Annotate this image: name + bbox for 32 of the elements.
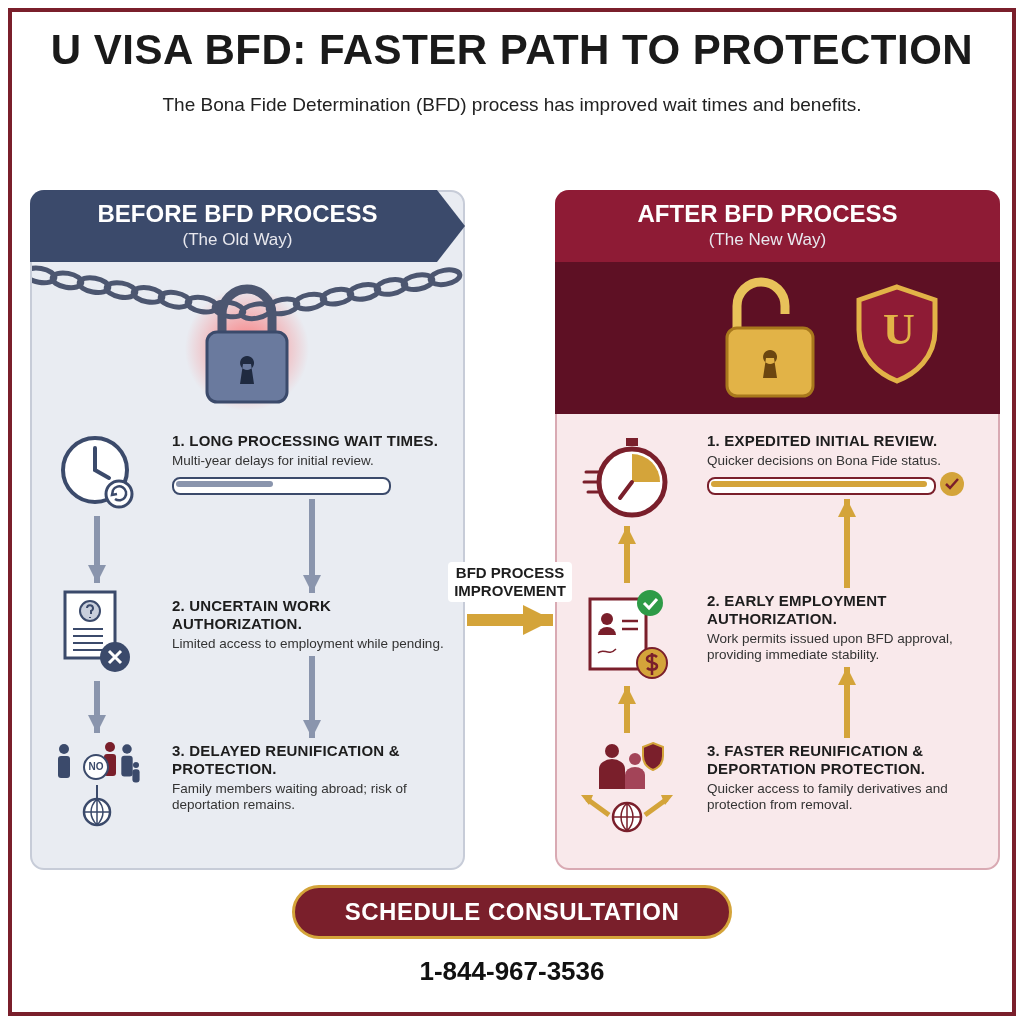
arrow [618, 686, 636, 733]
item-description: Quicker decisions on Bona Fide status. [707, 453, 943, 469]
panel-subheading: (The Old Way) [181, 230, 294, 250]
panel-heading: BEFORE BFD PROCESS [96, 200, 379, 228]
panel-heading: AFTER BFD PROCESS [636, 200, 899, 228]
arrow [467, 605, 553, 635]
arrow [303, 499, 321, 593]
title: U VISA BFD: FASTER PATH TO PROTECTION [49, 26, 975, 74]
arrow [88, 681, 106, 733]
item-heading: 1. EXPEDITED INITIAL REVIEW. [707, 432, 939, 450]
no-sign: NO [83, 754, 109, 780]
panel-subheading: (The New Way) [707, 230, 828, 250]
consultation-button: SCHEDULE CONSULTATION [292, 885, 732, 939]
arrow [88, 516, 106, 583]
shield-letter: U [882, 304, 916, 355]
arrow [838, 499, 856, 588]
item-description: Multi-year delays for initial review. [172, 453, 375, 469]
arrow [303, 656, 321, 738]
item-description: Work permits issued upon BFD approval, providing immediate stability. [707, 631, 954, 663]
item-heading: 2. UNCERTAIN WORK AUTHORIZATION. [172, 597, 332, 633]
item-description: Quicker access to family derivatives and protection from removal. [707, 781, 949, 813]
item-description: Family members waiting abroad; risk of deportation remains. [172, 781, 408, 813]
arrow [618, 526, 636, 583]
item-description: Limited access to employment while pending. [172, 636, 445, 652]
phone-number: 1-844-967-3536 [418, 956, 606, 987]
item-heading: 1. LONG PROCESSING WAIT TIMES. [172, 432, 440, 450]
arrow [838, 667, 856, 738]
edge-label: BFD PROCESS IMPROVEMENT [448, 562, 572, 602]
item-heading: 2. EARLY EMPLOYMENT AUTHORIZATION. [707, 592, 888, 628]
item-heading: 3. DELAYED REUNIFICATION & PROTECTION. [172, 742, 401, 778]
subtitle: The Bona Fide Determination (BFD) process has improved wait times and benefits. [161, 94, 863, 116]
item-heading: 3. FASTER REUNIFICATION & DEPORTATION PROTECTION. [707, 742, 927, 778]
